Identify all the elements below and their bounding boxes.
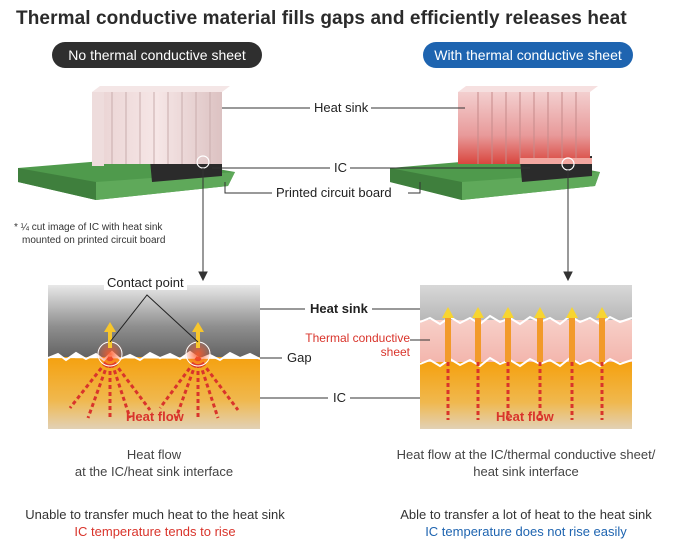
left-detail-panel	[47, 285, 261, 429]
label-gap: Gap	[284, 350, 315, 365]
label-thermal-sheet-line-2: sheet	[380, 345, 410, 359]
caption-left: Heat flow at the IC/heat sink interface	[48, 446, 260, 480]
top-leaders	[198, 107, 573, 282]
label-thermal-sheet: Thermal conductive sheet	[298, 331, 410, 359]
heat-flow-right: Heat flow	[496, 409, 554, 424]
caption-right: Heat flow at the IC/thermal conductive s…	[370, 446, 680, 480]
heat-flow-left: Heat flow	[126, 409, 184, 424]
label-pcb: Printed circuit board	[273, 185, 395, 200]
label-ic-detail: IC	[330, 390, 349, 405]
label-contact-point: Contact point	[104, 275, 187, 290]
conclusion-left: Unable to transfer much heat to the heat…	[2, 506, 308, 540]
caption-right-line-2: heat sink interface	[473, 464, 579, 479]
left-assembly	[18, 86, 235, 200]
caption-right-line-1: Heat flow at the IC/thermal conductive s…	[396, 447, 656, 462]
caption-left-line-1: Heat flow	[126, 447, 182, 462]
conclusion-left-line-1: Unable to transfer much heat to the heat…	[25, 507, 285, 522]
conclusion-right: Able to transfer a lot of heat to the he…	[370, 506, 680, 540]
middle-leaders	[260, 308, 430, 399]
label-heat-sink: Heat sink	[311, 100, 372, 115]
conclusion-right-line-2: IC temperature does not rise easily	[425, 524, 627, 539]
label-thermal-sheet-line-1: Thermal conductive	[305, 331, 410, 345]
page-title: Thermal conductive material fills gaps a…	[16, 8, 627, 29]
note-line-2: mounted on printed circuit board	[22, 235, 166, 246]
note-line-1: * ¼ cut image of IC with heat sink	[14, 222, 163, 233]
caption-left-line-2: at the IC/heat sink interface	[74, 464, 234, 479]
header-no-sheet: No thermal conductive sheet	[52, 42, 262, 68]
header-with-sheet: With thermal conductive sheet	[423, 42, 633, 68]
conclusion-right-line-1: Able to transfer a lot of heat to the he…	[400, 507, 652, 522]
right-detail-panel	[419, 285, 633, 429]
label-ic: IC	[331, 160, 350, 175]
label-heat-sink-detail: Heat sink	[307, 301, 371, 316]
conclusion-left-line-2: IC temperature tends to rise	[74, 524, 236, 539]
